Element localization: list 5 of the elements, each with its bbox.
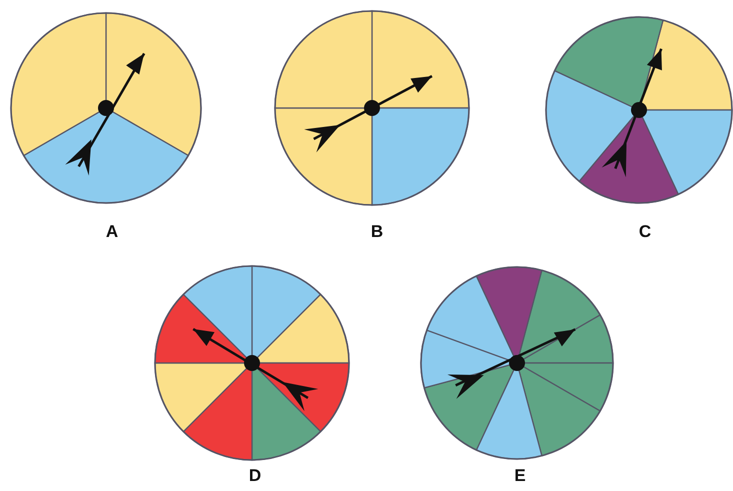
spinner-label: C: [638, 222, 652, 242]
spinner-label: A: [104, 222, 120, 242]
spinner-label: B: [370, 222, 384, 242]
spinner-label: D: [248, 466, 262, 486]
spinner-label: E: [513, 466, 527, 486]
